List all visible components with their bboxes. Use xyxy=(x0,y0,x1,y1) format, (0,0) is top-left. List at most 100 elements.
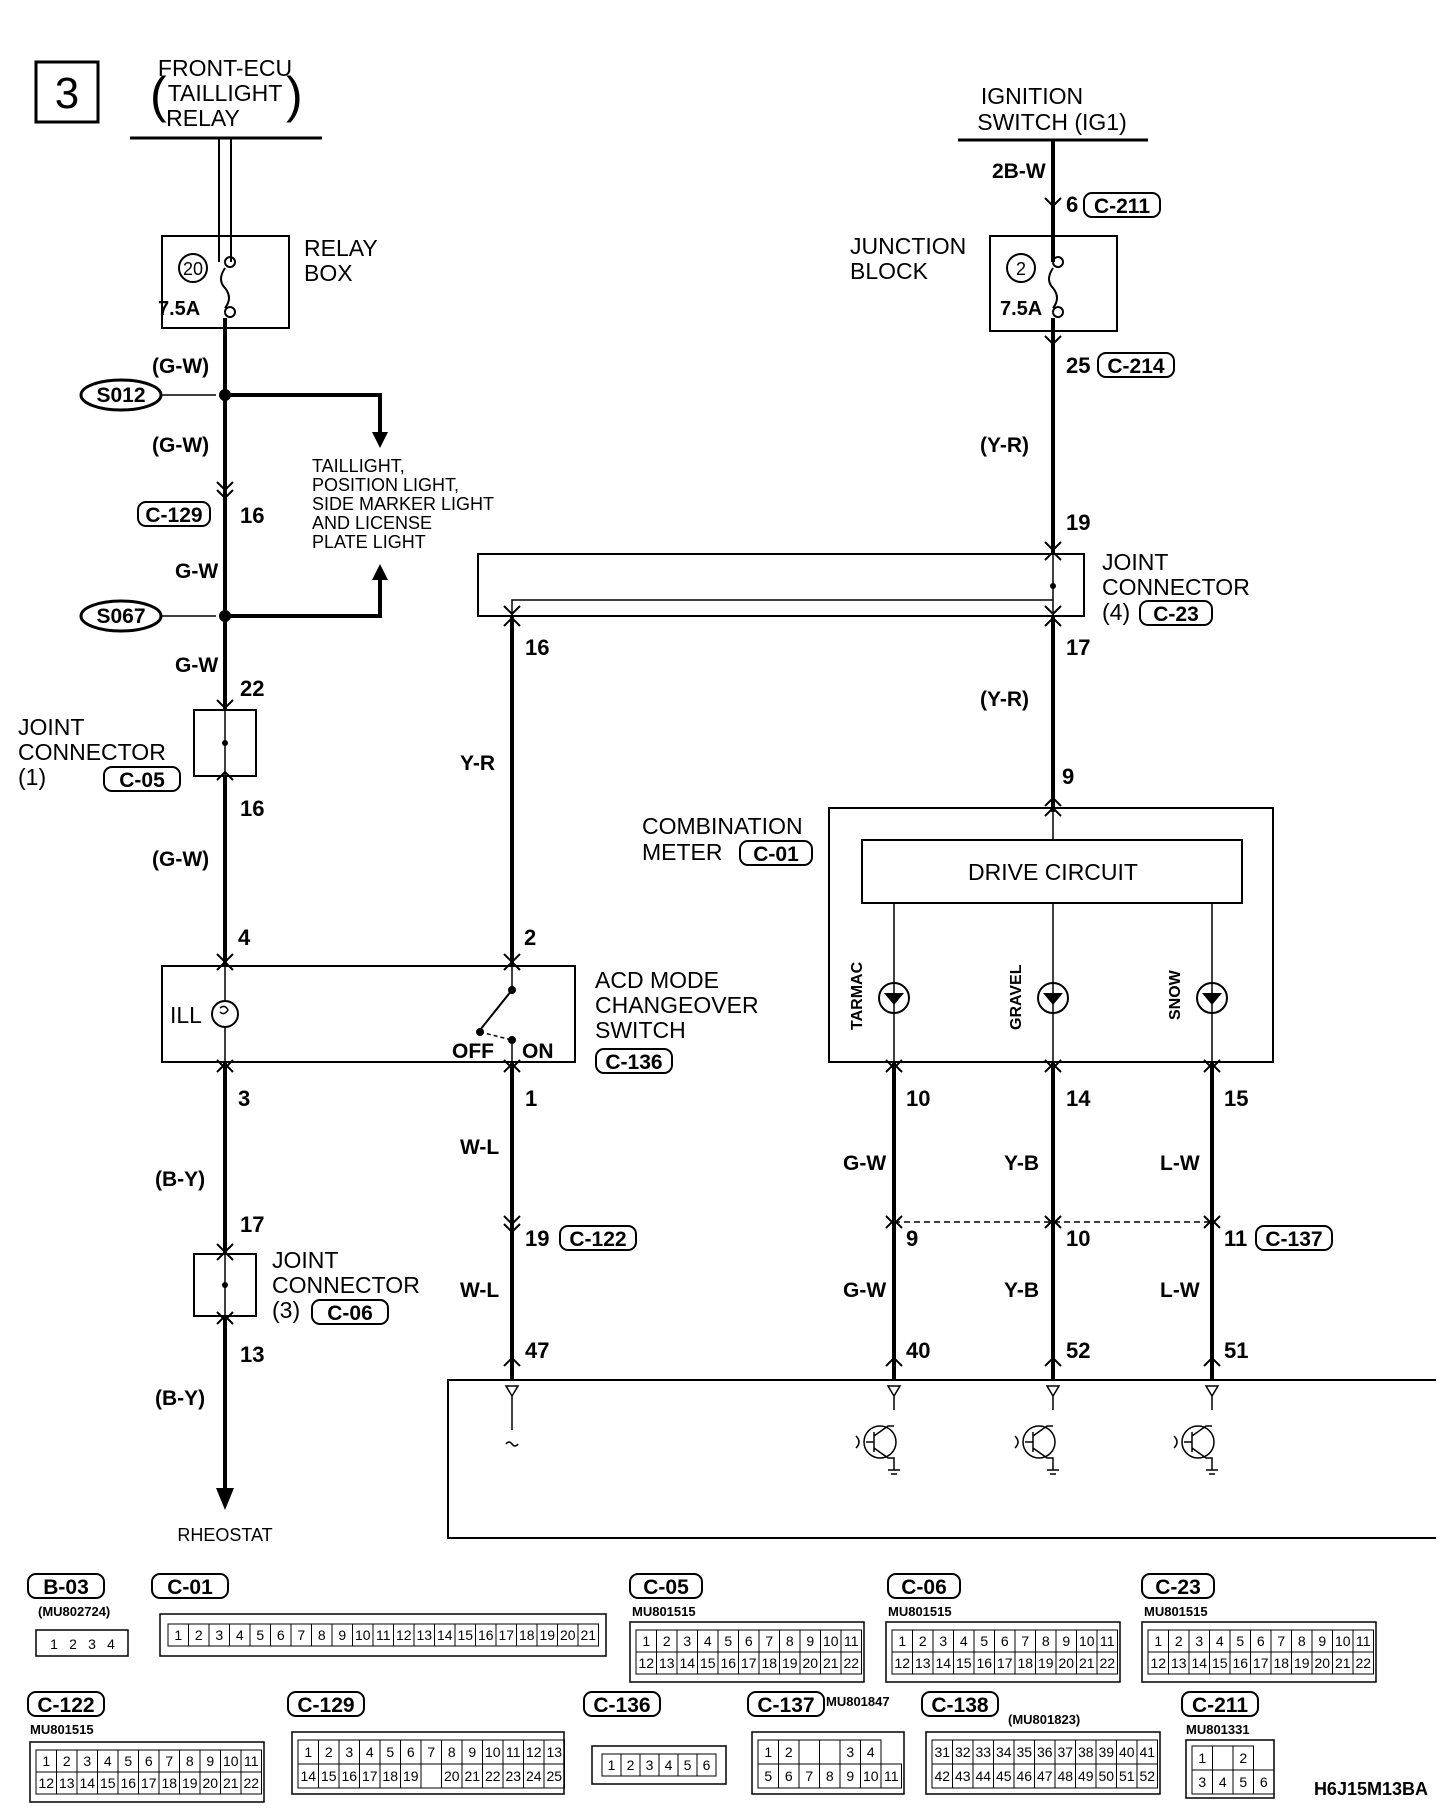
pin-number: 11 xyxy=(506,1744,521,1760)
c23-tag: C-23 xyxy=(1153,603,1199,626)
pin-number: 9 xyxy=(206,1753,214,1769)
ecu-inputs xyxy=(504,1385,1220,1447)
wire-lw-1: L-W xyxy=(1160,1152,1200,1175)
joint-connector-1-line2: CONNECTOR xyxy=(18,739,166,765)
pin-number: 11 xyxy=(1356,1633,1371,1649)
pin-number: 1 xyxy=(642,1633,650,1649)
right-source-line1: IGNITION xyxy=(981,83,1083,109)
c211-mark xyxy=(1044,197,1062,208)
wire-yr-2: (Y-R) xyxy=(980,688,1029,711)
c129-view-tag-box xyxy=(287,1691,365,1717)
pin-1: 1 xyxy=(525,1086,537,1111)
pin-number: 10 xyxy=(485,1744,501,1760)
pin-number: 3 xyxy=(83,1753,91,1769)
pin-number: 6 xyxy=(145,1753,153,1769)
c06-view-tag: C-06 xyxy=(901,1576,947,1599)
pin-number: 3 xyxy=(846,1744,854,1760)
pin-number: 24 xyxy=(526,1768,542,1784)
pin-number: 37 xyxy=(1057,1744,1073,1760)
c05-view-tag: C-05 xyxy=(643,1576,689,1599)
pin-52: 52 xyxy=(1066,1338,1090,1363)
pin-number: 21 xyxy=(223,1775,239,1791)
c06-view-housing xyxy=(885,1621,1121,1683)
gravel-led xyxy=(1037,982,1069,1014)
pin-16b: 16 xyxy=(240,796,264,821)
pin-number: 10 xyxy=(823,1633,839,1649)
acd-on-label: ON xyxy=(522,1040,554,1063)
c122-view-tag: C-122 xyxy=(37,1694,94,1717)
pin-number: 21 xyxy=(464,1768,480,1784)
c23-view-part: MU801515 xyxy=(1144,1604,1208,1619)
c01-view-housing xyxy=(159,1613,607,1657)
pin-17b: 17 xyxy=(1066,635,1090,660)
pin-47: 47 xyxy=(525,1338,549,1363)
wire-yb-2: Y-B xyxy=(1004,1279,1039,1302)
pin-number: 11 xyxy=(884,1768,899,1784)
c06-tag: C-06 xyxy=(327,1302,373,1325)
pin-number: 7 xyxy=(1277,1633,1285,1649)
pin-number: 13 xyxy=(915,1655,931,1671)
snow-led-arrow xyxy=(1202,993,1222,1005)
pin-13: 13 xyxy=(240,1342,264,1367)
pin-number: 16 xyxy=(720,1655,736,1671)
joint-connector-4-box xyxy=(477,553,1085,617)
c06-view-tag-box xyxy=(887,1573,961,1599)
combination-meter-line1: COMBINATION xyxy=(642,813,803,839)
pin-3: 3 xyxy=(238,1086,250,1111)
c136-view-tag-box xyxy=(583,1691,661,1717)
pin-cell xyxy=(420,1763,442,1789)
pin-cell xyxy=(880,1763,902,1789)
acd-switch-dash xyxy=(479,1031,513,1041)
relay-box-label-1: RELAY xyxy=(304,235,378,261)
wire-gw-6: G-W xyxy=(843,1152,886,1175)
c211-view-tag-box xyxy=(1181,1691,1259,1717)
pin-number: 20 xyxy=(560,1627,576,1643)
diagram-code: H6J15M13BA xyxy=(1314,1779,1428,1799)
c136-tag-box xyxy=(595,1048,673,1074)
pin-number: 5 xyxy=(684,1757,692,1773)
pin-40: 40 xyxy=(906,1338,930,1363)
wire-wl-1: W-L xyxy=(460,1136,499,1159)
joint-connector-3-line1: JOINT xyxy=(272,1247,338,1273)
splice-s067-label: S067 xyxy=(96,605,145,628)
pin-number: 9 xyxy=(1062,1633,1070,1649)
indicator-gravel: GRAVEL xyxy=(1008,903,1069,1062)
pin-number: 1 xyxy=(174,1627,182,1643)
pin-number: 5 xyxy=(386,1744,394,1760)
pin-number: 50 xyxy=(1098,1768,1114,1784)
pin-number: 18 xyxy=(1273,1655,1289,1671)
pin-2: 2 xyxy=(524,925,536,950)
ecu-transistors xyxy=(855,1425,1218,1475)
drive-circuit-box xyxy=(861,839,1243,904)
c01-tag: C-01 xyxy=(753,843,799,866)
pin-number: 36 xyxy=(1037,1744,1053,1760)
pin-number: 15 xyxy=(457,1627,473,1643)
taillight-dest-1: TAILLIGHT, xyxy=(312,456,405,476)
pin-cell xyxy=(1352,1651,1374,1675)
pin-number: 15 xyxy=(321,1768,337,1784)
c138-view-tag-box xyxy=(921,1691,999,1717)
acd-switch-box xyxy=(161,965,576,1063)
pin-number: 2 xyxy=(1239,1750,1247,1766)
pin-number: 7 xyxy=(297,1627,305,1643)
pin-number: 16 xyxy=(976,1655,992,1671)
joint-connector-1-line3: (1) xyxy=(18,764,46,790)
pin-cell xyxy=(543,1763,565,1789)
c01-view-tag: C-01 xyxy=(167,1576,213,1599)
pin-22: 22 xyxy=(240,676,264,701)
pin-number: 4 xyxy=(960,1633,968,1649)
c211-tag: C-211 xyxy=(1094,195,1150,218)
pin-number: 2 xyxy=(627,1757,635,1773)
pin-number: 9 xyxy=(338,1627,346,1643)
pin-number: 15 xyxy=(700,1655,716,1671)
pin-cell xyxy=(1096,1651,1118,1675)
c23-view-tag-box xyxy=(1141,1573,1215,1599)
acd-ill-filament xyxy=(219,1005,229,1015)
acd-switch-label-3: SWITCH xyxy=(595,1017,686,1043)
pin-number: 9 xyxy=(846,1768,854,1784)
pin-number: 25 xyxy=(546,1768,562,1784)
pin-number: 4 xyxy=(1219,1774,1227,1790)
